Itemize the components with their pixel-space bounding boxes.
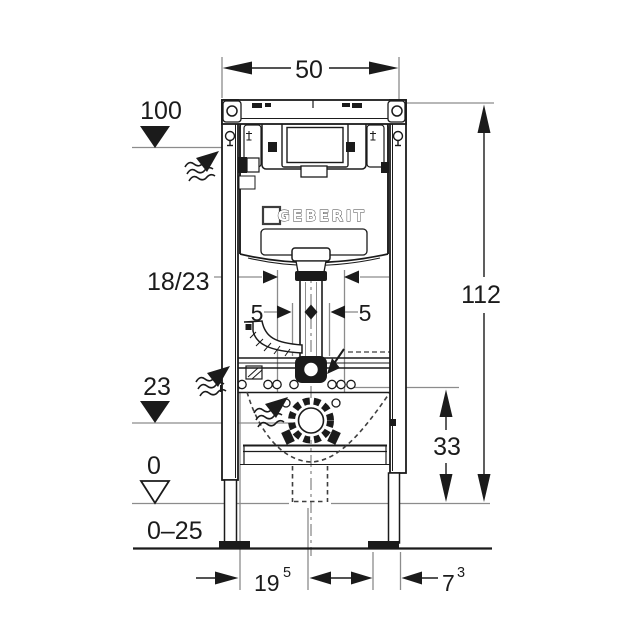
wc-pan-outline-dashed <box>246 387 394 463</box>
left-foot <box>223 479 238 544</box>
rail-clip <box>352 103 362 108</box>
window-latch-right <box>346 142 355 152</box>
level-marker-open-icon <box>139 480 171 505</box>
dim-5-right-label: 5 <box>359 300 372 326</box>
supply-fitting <box>238 175 256 190</box>
level-marker-filled-icon <box>140 401 170 423</box>
dim-19-5-value: 19 <box>254 570 280 596</box>
dimension-112: 112 <box>461 104 501 502</box>
arrow-up-icon <box>477 104 491 133</box>
pipe-connector <box>295 356 327 383</box>
dimension-50: 50 <box>222 56 399 84</box>
screw-mark-left <box>246 131 252 141</box>
clamp-ear-right <box>331 398 341 408</box>
brand-logo: GEBERIT <box>261 205 366 226</box>
dim-33-label: 33 <box>433 433 461 461</box>
arrow-up-icon <box>439 389 453 417</box>
clamp-left <box>281 429 295 445</box>
dimension-33: 33 <box>433 389 461 502</box>
dimension-18-23: 18/23 <box>147 268 359 296</box>
dim-18-23-label: 18/23 <box>147 268 210 296</box>
pipe-support-bracket <box>243 320 303 380</box>
dimension-5-5: 5 5 <box>251 300 372 326</box>
rail-clip <box>252 103 262 108</box>
frame-uprights <box>219 99 407 549</box>
arrow-right-icon <box>215 571 239 585</box>
outlet-bend <box>281 397 341 445</box>
cistern: GEBERIT <box>237 115 389 267</box>
dim-0-25-label: 0–25 <box>147 517 203 545</box>
arrow-down-icon <box>439 474 453 502</box>
rail-clip <box>342 103 350 107</box>
flush-valve-bell <box>291 247 331 262</box>
arrow-left-icon <box>222 61 252 75</box>
actuator-wing-right <box>366 124 385 168</box>
clamp-right <box>327 429 341 445</box>
dimension-bottom-chain: 19 5 7 3 <box>196 565 465 596</box>
logo-square <box>261 205 282 226</box>
left-foot-plate <box>219 541 250 549</box>
arrow-left-icon <box>401 571 422 585</box>
rail-clip <box>265 103 271 107</box>
geberit-logo-text: GEBERIT <box>277 207 366 225</box>
pipe-collar-top <box>295 271 327 281</box>
top-rail <box>221 99 407 125</box>
right-foot-plate <box>368 541 399 549</box>
actuator-box <box>243 120 385 178</box>
upright-fixing-dot <box>390 419 396 426</box>
window-tab <box>300 165 328 178</box>
center-diamond-icon <box>304 304 318 320</box>
fixing-points <box>220 379 356 392</box>
dim-5-left-label: 5 <box>251 300 264 326</box>
water-flow-icon <box>184 150 220 182</box>
rail-hole-right <box>391 105 403 117</box>
arrow-right-icon <box>277 305 292 319</box>
right-foot <box>387 472 401 544</box>
level-markers: 100 23 0 0–25 <box>139 97 203 545</box>
dim-0-label: 0 <box>147 452 161 480</box>
dim-50-label: 50 <box>295 56 323 84</box>
arrow-left-icon <box>344 270 359 284</box>
arrow-left-icon <box>330 305 345 319</box>
inspection-window-inner <box>286 126 344 164</box>
dim-7-3-value: 7 <box>442 570 455 596</box>
dim-100-label: 100 <box>140 97 182 125</box>
window-latch-left <box>268 142 277 152</box>
arrow-right-icon <box>351 571 373 585</box>
arrow-down-icon <box>477 474 491 502</box>
screw-mark-right <box>370 131 376 141</box>
level-marker-filled-icon <box>140 126 170 148</box>
drain-pipe-dashed <box>291 466 329 503</box>
right-side-tab <box>381 162 389 173</box>
dim-23-label: 23 <box>143 373 171 401</box>
inflow-arrow <box>327 348 345 374</box>
dim-112-label: 112 <box>461 281 501 309</box>
dim-7-3-sup: 3 <box>457 565 465 581</box>
rail-hole-left <box>226 105 238 117</box>
stop-valve-box <box>246 157 260 173</box>
arrow-left-icon <box>309 571 331 585</box>
arrow-right-icon <box>369 61 399 75</box>
dim-19-5-sup: 5 <box>283 565 291 581</box>
arrow-right-icon <box>263 270 278 284</box>
stop-valve-body <box>237 157 247 173</box>
